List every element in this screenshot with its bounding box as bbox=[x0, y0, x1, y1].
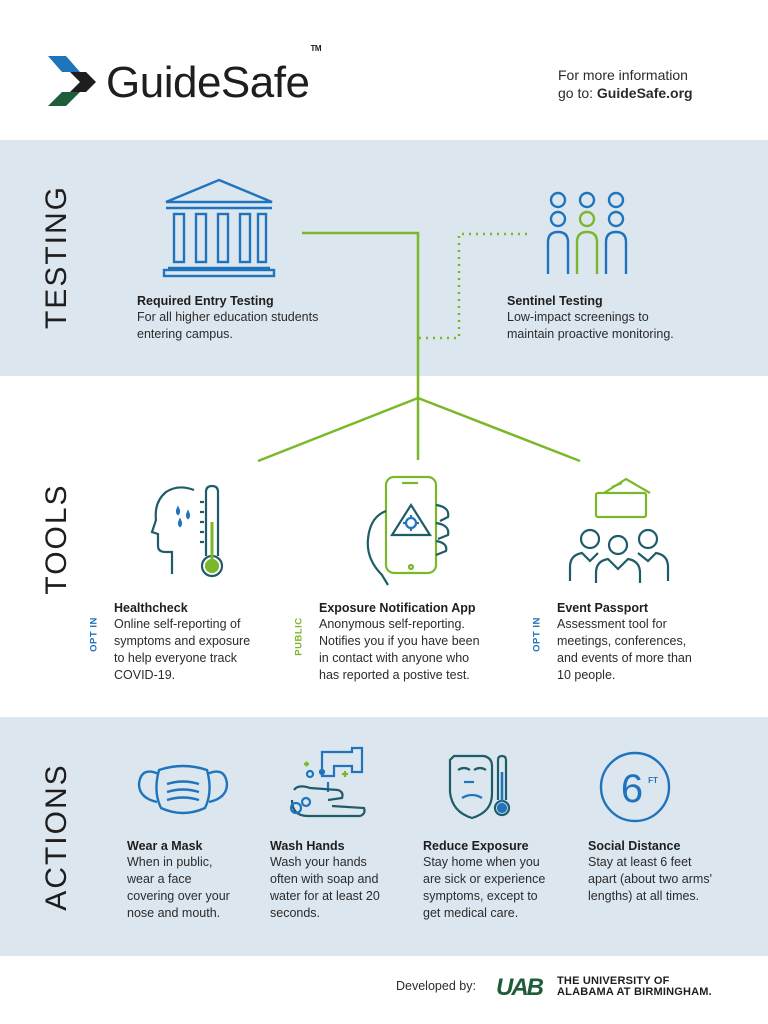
item-desc-line: has reported a postive test. bbox=[319, 668, 470, 682]
item-desc-line: water for at least 20 bbox=[270, 889, 380, 903]
ticket-crowd-icon bbox=[568, 477, 670, 583]
sick-face-icon bbox=[448, 754, 511, 820]
item-desc-line: Assessment tool for bbox=[557, 617, 667, 631]
tag-public: PUBLIC bbox=[293, 617, 305, 656]
six-feet-icon: 6 FT bbox=[599, 751, 671, 823]
section-label-testing: TESTING bbox=[40, 185, 73, 330]
item-desc-line: nose and mouth. bbox=[127, 906, 221, 920]
item-desc-line: symptoms and exposure bbox=[114, 634, 251, 648]
item-desc-line: seconds. bbox=[270, 906, 321, 920]
section-label-actions: ACTIONS bbox=[40, 763, 73, 911]
head-thermometer-icon bbox=[150, 484, 224, 578]
action-item-mask: Wear a Mask When in public, wear a face … bbox=[127, 838, 262, 922]
item-title: Social Distance bbox=[588, 839, 681, 853]
item-title: Reduce Exposure bbox=[423, 839, 529, 853]
item-desc-line: Stay at least 6 feet bbox=[588, 855, 692, 869]
item-title: Exposure Notification App bbox=[319, 601, 476, 615]
item-desc-line: are sick or experience bbox=[423, 872, 546, 886]
item-desc-line: Low-impact screenings to bbox=[507, 310, 649, 324]
tool-item-event-passport: Event Passport Assessment tool for meeti… bbox=[557, 600, 737, 684]
item-desc-line: Anonymous self-reporting. bbox=[319, 617, 465, 631]
item-desc-line: meetings, conferences, bbox=[557, 634, 687, 648]
tag-opt-in: OPT IN bbox=[88, 617, 100, 652]
uab-name: THE UNIVERSITY OF ALABAMA AT BIRMINGHAM. bbox=[557, 975, 712, 998]
phone-alert-icon bbox=[366, 475, 450, 586]
item-title: Sentinel Testing bbox=[507, 294, 603, 308]
guidesafe-link[interactable]: GuideSafe.org bbox=[596, 85, 693, 101]
tool-item-exposure-app: Exposure Notification App Anonymous self… bbox=[319, 600, 519, 684]
action-item-reduce-exposure: Reduce Exposure Stay home when you are s… bbox=[423, 838, 578, 922]
item-desc-line: lengths) at all times. bbox=[588, 889, 700, 903]
item-desc-line: For all higher education students bbox=[137, 310, 319, 324]
people-group-icon bbox=[546, 191, 628, 274]
item-desc-line: Wash your hands bbox=[270, 855, 367, 869]
item-desc-line: wear a face bbox=[127, 872, 192, 886]
item-desc-line: to help everyone track bbox=[114, 651, 237, 665]
item-desc-line: Notifies you if you have been bbox=[319, 634, 480, 648]
uab-logo-icon: UAB bbox=[496, 975, 546, 997]
item-desc-line: apart (about two arms' bbox=[588, 872, 712, 886]
action-item-wash-hands: Wash Hands Wash your hands often with so… bbox=[270, 838, 410, 922]
testing-item-sentinel: Sentinel Testing Low-impact screenings t… bbox=[507, 293, 747, 343]
guidesafe-logo-icon bbox=[48, 56, 96, 106]
wash-hands-icon bbox=[289, 746, 366, 818]
developed-by-label: Developed by: bbox=[396, 979, 476, 993]
more-info-text: For more information go to: GuideSafe.or… bbox=[558, 67, 693, 101]
six-feet-unit: FT bbox=[648, 776, 658, 785]
uab-logo-text: UAB bbox=[496, 975, 544, 997]
actions-band bbox=[0, 717, 768, 956]
item-title: Wash Hands bbox=[270, 839, 345, 853]
item-title: Event Passport bbox=[557, 601, 649, 615]
item-title: Wear a Mask bbox=[127, 839, 203, 853]
item-desc-line: When in public, bbox=[127, 855, 213, 869]
item-desc-line: and events of more than bbox=[557, 651, 692, 665]
section-label-tools: TOOLS bbox=[40, 483, 73, 595]
item-desc-line: entering campus. bbox=[137, 327, 233, 341]
testing-item-required-entry: Required Entry Testing For all higher ed… bbox=[137, 293, 367, 343]
action-item-social-distance: Social Distance Stay at least 6 feet apa… bbox=[588, 838, 748, 905]
tag-opt-in: OPT IN bbox=[531, 617, 543, 652]
item-desc-line: get medical care. bbox=[423, 906, 519, 920]
item-desc-line: 10 people. bbox=[557, 668, 616, 682]
item-desc-line: often with soap and bbox=[270, 872, 379, 886]
building-icon bbox=[162, 178, 276, 278]
item-desc-line: Online self-reporting of bbox=[114, 617, 241, 631]
item-title: Required Entry Testing bbox=[137, 294, 274, 308]
six-feet-number: 6 bbox=[621, 767, 643, 811]
item-desc-line: symptoms, except to bbox=[423, 889, 538, 903]
mask-icon bbox=[137, 764, 229, 815]
item-desc-line: covering over your bbox=[127, 889, 230, 903]
item-title: Healthcheck bbox=[114, 601, 188, 615]
item-desc-line: COVID-19. bbox=[114, 668, 176, 682]
brand-name: GuideSafeTM bbox=[106, 44, 321, 107]
item-desc-line: maintain proactive monitoring. bbox=[507, 327, 674, 341]
item-desc-line: in contact with anyone who bbox=[319, 651, 470, 665]
tool-item-healthcheck: Healthcheck Online self-reporting of sym… bbox=[114, 600, 284, 684]
item-desc-line: Stay home when you bbox=[423, 855, 540, 869]
